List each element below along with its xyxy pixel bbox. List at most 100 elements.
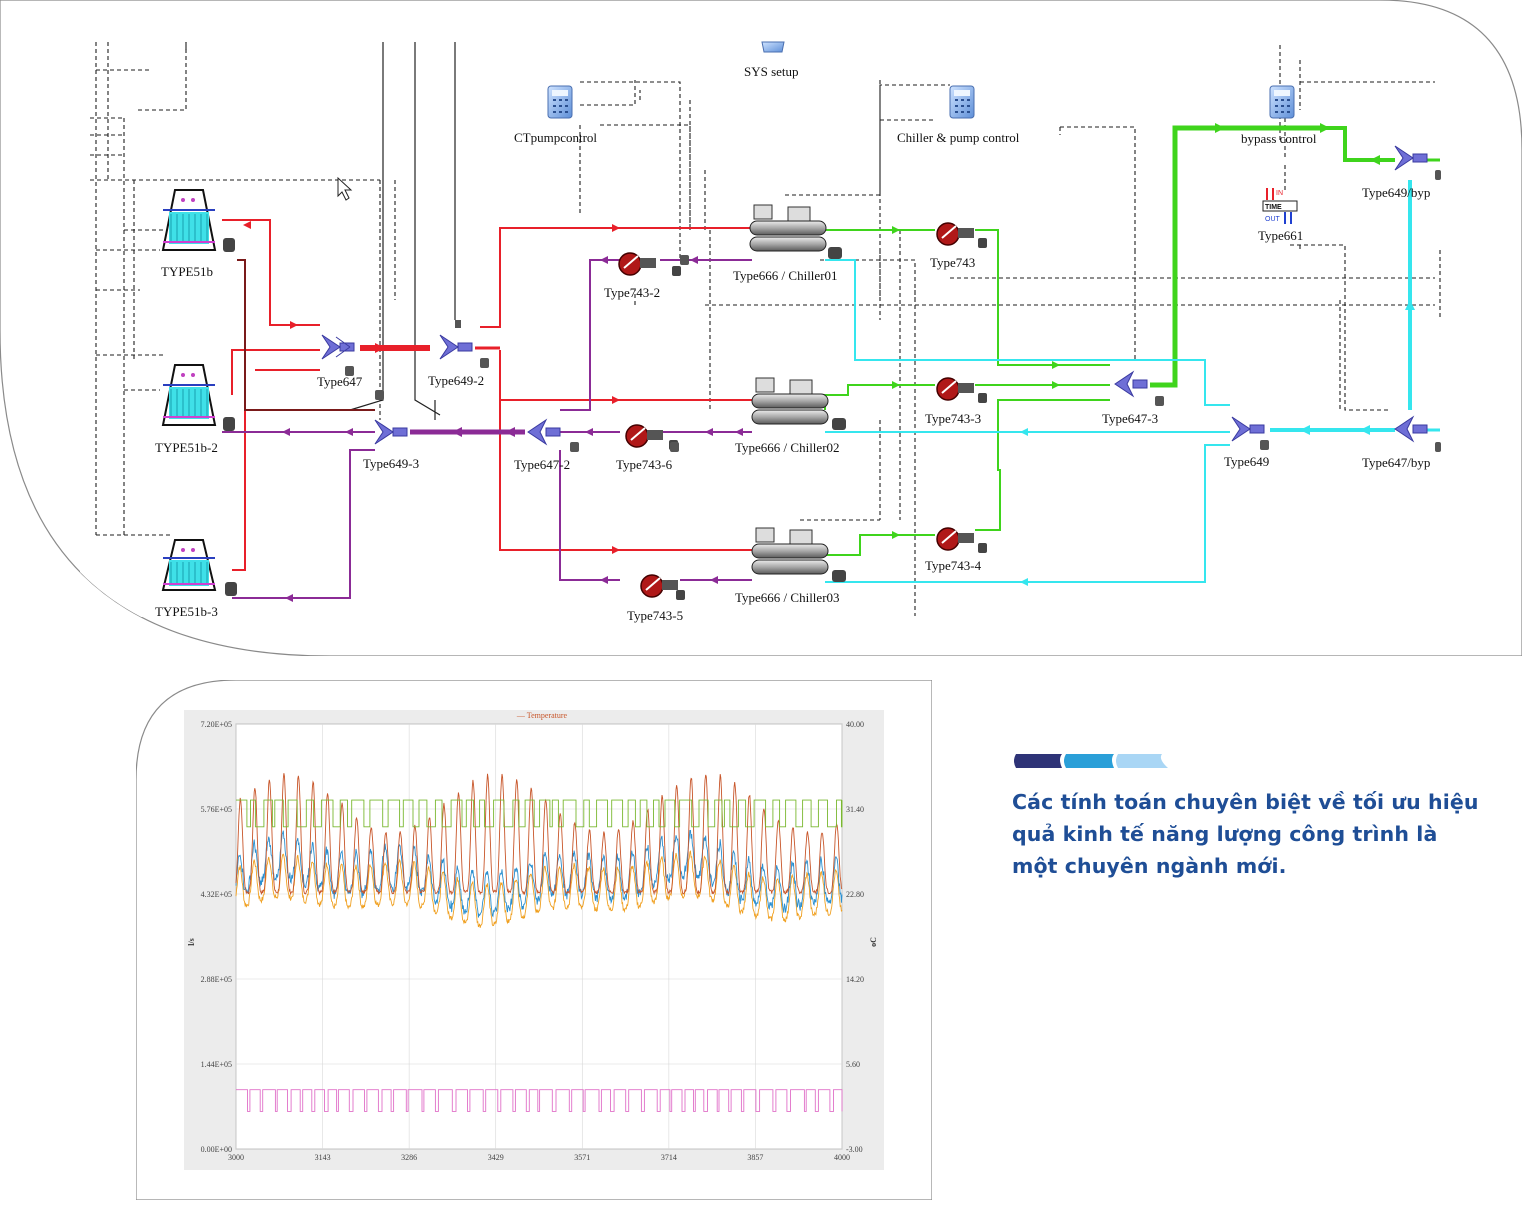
x-tick-label: 3857: [747, 1153, 763, 1162]
chart-gridlines: [235, 723, 843, 1150]
pump-type743-3[interactable]: [936, 377, 987, 403]
chart-ylabel-left: l/s: [187, 938, 196, 946]
solid-control-lines: [349, 42, 456, 420]
pump-type743-6[interactable]: [625, 424, 678, 450]
caption-stripe-dark: [1014, 754, 1062, 768]
valve-icons: [321, 145, 1428, 446]
type649-3-valve-icon[interactable]: [374, 419, 408, 445]
label-ctpumpcontrol: CTpumpcontrol: [514, 130, 597, 145]
chiller-02[interactable]: [751, 377, 846, 430]
label-type649-byp: Type649/byp: [1362, 185, 1430, 200]
type661-in-label: IN: [1276, 190, 1283, 197]
label-chiller-pump-control: Chiller & pump control: [897, 130, 1020, 145]
type661-out-label: OUT: [1265, 216, 1281, 223]
x-tick-label: 3286: [401, 1153, 417, 1162]
label-type51b: TYPE51b: [161, 264, 213, 279]
type649-2-valve-icon[interactable]: [439, 334, 473, 360]
y-left-tick-label: 7.20E+05: [201, 720, 232, 729]
label-type647: Type647: [317, 374, 363, 389]
pump-type743-5[interactable]: [640, 574, 685, 600]
pump-type743-2[interactable]: [618, 252, 681, 276]
label-type743-3: Type743-3: [925, 411, 981, 426]
y-right-tick-label: -3.00: [846, 1145, 863, 1154]
chiller-01[interactable]: [749, 204, 842, 259]
mouse-cursor-icon: [337, 176, 353, 201]
chiller-03[interactable]: [751, 527, 846, 582]
x-tick-label: 4000: [834, 1153, 850, 1162]
x-tick-label: 3571: [574, 1153, 590, 1162]
label-type647-byp: Type647/byp: [1362, 455, 1430, 470]
y-right-tick-label: 40.00: [846, 720, 864, 729]
y-right-tick-label: 22.80: [846, 890, 864, 899]
ctpumpcontrol-icon[interactable]: [547, 85, 573, 119]
chart-x-ticks: 3000 3143 3286 3429 3571 3714 3857 4000: [228, 1153, 850, 1162]
type661-time-icon[interactable]: IN TIME OUT: [1262, 188, 1298, 224]
y-right-tick-label: 14.20: [846, 975, 864, 984]
y-right-tick-label: 5.60: [846, 1060, 860, 1069]
chart-series: [235, 773, 843, 1112]
label-chiller03: Type666 / Chiller03: [735, 590, 840, 605]
chart-y-left-ticks: 7.20E+05 5.76E+05 4.32E+05 2.88E+05 1.44E+05…: [201, 720, 232, 1154]
type649-byp-valve-icon[interactable]: [1394, 145, 1428, 171]
chart-ylabel-right: oC: [869, 937, 878, 947]
series-orange-line: [235, 850, 843, 928]
x-tick-label: 3714: [661, 1153, 677, 1162]
label-type647-2: Type647-2: [514, 457, 570, 472]
label-type743-5: Type743-5: [627, 608, 683, 623]
caption-stripe-light: [1116, 754, 1168, 768]
pump-type743[interactable]: [936, 222, 987, 248]
cooling-tower-3[interactable]: [161, 539, 237, 596]
label-type743-4: Type743-4: [925, 558, 982, 573]
y-left-tick-label: 4.32E+05: [201, 890, 232, 899]
chart-y-right-ticks: 40.00 31.40 22.80 14.20 5.60 -3.00: [846, 720, 864, 1154]
y-left-tick-label: 1.44E+05: [201, 1060, 232, 1069]
series-pink-step-line: [236, 1089, 843, 1112]
label-type647-3: Type647-3: [1102, 411, 1158, 426]
chiller-pump-control-icon[interactable]: [949, 85, 975, 119]
chart-panel: — Temperature l/s oC 7.20E+05 5.76E+05 4.3…: [135, 679, 933, 1201]
series-temperature-line: [235, 773, 843, 896]
label-chiller02: Type666 / Chiller02: [735, 440, 840, 455]
x-tick-label: 3143: [315, 1153, 331, 1162]
series-green-step-line: [236, 799, 843, 828]
cooling-tower-1[interactable]: [161, 189, 235, 252]
cooling-tower-2[interactable]: [161, 364, 235, 431]
label-type51b-2: TYPE51b-2: [155, 440, 218, 455]
plot-area: [235, 723, 843, 1150]
label-type649-2: Type649-2: [428, 373, 484, 388]
label-type661: Type661: [1258, 228, 1303, 243]
simulation-diagram: IN TIME OUT SYS setup CTpumpcontrol Chil…: [0, 0, 1522, 657]
type649-valve-icon[interactable]: [1231, 416, 1265, 442]
simulation-diagram-panel: IN TIME OUT SYS setup CTpumpcontrol Chil…: [0, 0, 1522, 657]
x-tick-label: 3000: [228, 1153, 244, 1162]
control-connections: [90, 42, 1441, 616]
y-left-tick-label: 2.88E+05: [201, 975, 232, 984]
bypass-control-icon[interactable]: [1269, 85, 1295, 119]
chart-axes-labels: — Temperature l/s oC: [187, 711, 878, 947]
caption-text: Các tính toán chuyên biệt về tối ưu hiệu…: [1012, 790, 1479, 878]
type647-valve-icon[interactable]: [321, 334, 355, 360]
x-tick-label: 3429: [488, 1153, 504, 1162]
y-left-tick-label: 5.76E+05: [201, 805, 232, 814]
caption-stripe-mid: [1064, 754, 1114, 768]
label-type743-6: Type743-6: [616, 457, 673, 472]
label-chiller01: Type666 / Chiller01: [733, 268, 838, 283]
flow-arrows: [243, 123, 1415, 602]
chart-legend-temperature: — Temperature: [516, 711, 568, 720]
type647-3-valve-icon[interactable]: [1114, 370, 1148, 398]
component-labels: SYS setup CTpumpcontrol Chiller & pump c…: [155, 64, 1430, 623]
type647-2-valve-icon[interactable]: [527, 418, 561, 446]
label-bypass-control: bypass control: [1241, 131, 1317, 146]
y-right-tick-label: 31.40: [846, 805, 864, 814]
lock-icons: [345, 170, 1441, 452]
pump-type743-4[interactable]: [936, 527, 987, 553]
label-type649: Type649: [1224, 454, 1269, 469]
temperature-chart: — Temperature l/s oC 7.20E+05 5.76E+05 4.3…: [135, 679, 933, 1201]
type661-time-label: TIME: [1265, 204, 1282, 211]
label-type649-3: Type649-3: [363, 456, 419, 471]
label-sys-setup: SYS setup: [744, 64, 799, 79]
sys-setup-icon[interactable]: [761, 41, 785, 53]
type647-byp-valve-icon[interactable]: [1394, 415, 1428, 443]
label-type743: Type743: [930, 255, 975, 270]
y-left-tick-label: 0.00E+00: [201, 1145, 232, 1154]
